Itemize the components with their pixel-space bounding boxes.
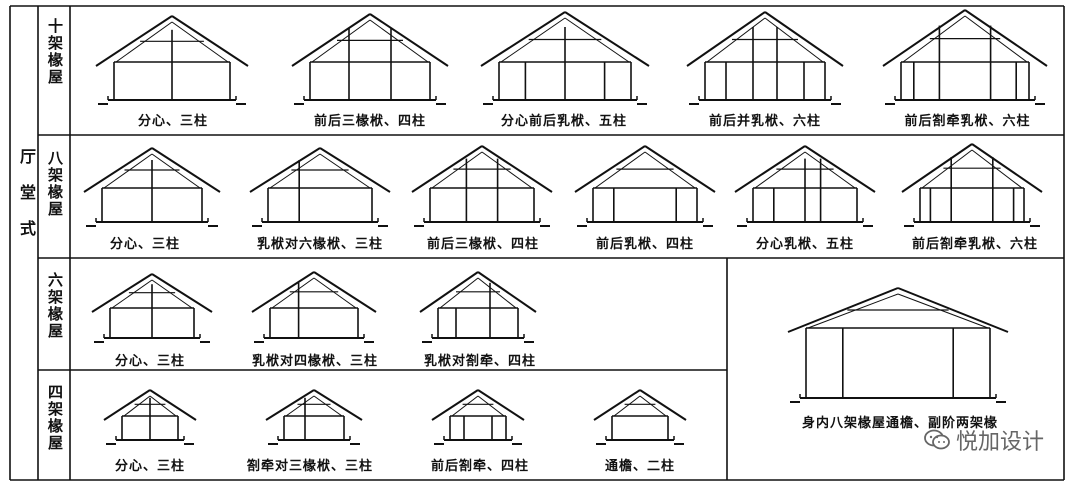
caption: 劄牵对三椽栿、三柱 <box>246 459 373 474</box>
house-six-1 <box>91 273 213 343</box>
caption: 分心前后乳栿、五柱 <box>500 114 627 129</box>
house-six-2 <box>251 271 377 343</box>
caption: 前后劄牵、四柱 <box>430 459 529 474</box>
house-four-4 <box>593 389 687 445</box>
caption: 分心、三柱 <box>114 459 185 474</box>
caption: 分心、三柱 <box>114 354 185 369</box>
house-eight-5 <box>734 145 876 227</box>
house-eight-4 <box>574 145 716 227</box>
watermark-text: 悦加设计 <box>955 430 1044 455</box>
caption: 通檐、二柱 <box>604 459 675 474</box>
caption: 前后劄牵乳栿、六柱 <box>904 114 1031 129</box>
house-ten-2 <box>291 13 449 105</box>
house-six-3 <box>419 271 537 343</box>
house-ten-3 <box>480 11 650 105</box>
house-four-1 <box>103 389 197 445</box>
house-eight-3 <box>411 145 553 227</box>
caption: 前后三椽栿、四柱 <box>313 114 426 129</box>
wechat-icon <box>924 429 950 450</box>
house-ten-1 <box>95 15 249 105</box>
caption: 乳栿对劄牵、四柱 <box>423 354 536 369</box>
special-caption: 身内八架椽屋通檐、副阶两架椽 <box>801 416 998 431</box>
caption: 前后劄牵乳栿、六柱 <box>911 237 1038 252</box>
caption: 乳栿对四椽栿、三柱 <box>251 354 378 369</box>
group-label-ten: 十架椽屋 <box>46 18 64 86</box>
house-special <box>787 287 1009 403</box>
group-label-eight: 八架椽屋 <box>46 150 64 218</box>
category-label: 厅堂式 <box>17 148 36 256</box>
group-label-four: 四架椽屋 <box>46 384 64 452</box>
house-eight-1 <box>83 147 221 227</box>
caption: 分心、三柱 <box>109 237 180 252</box>
house-eight-2 <box>249 147 391 227</box>
house-eight-6 <box>901 143 1043 227</box>
group-label-six: 六架椽屋 <box>46 272 64 340</box>
caption: 前后并乳栿、六柱 <box>708 114 821 129</box>
caption: 分心乳栿、五柱 <box>755 237 854 252</box>
caption: 前后三椽栿、四柱 <box>426 237 539 252</box>
watermark: 悦加设计 <box>924 424 1044 456</box>
caption: 分心、三柱 <box>137 114 208 129</box>
house-four-2 <box>265 389 363 445</box>
house-ten-4 <box>686 11 844 105</box>
house-ten-5 <box>882 9 1048 105</box>
caption: 乳栿对六椽栿、三柱 <box>256 237 383 252</box>
caption: 前后乳栿、四柱 <box>595 237 694 252</box>
house-four-3 <box>431 389 525 445</box>
